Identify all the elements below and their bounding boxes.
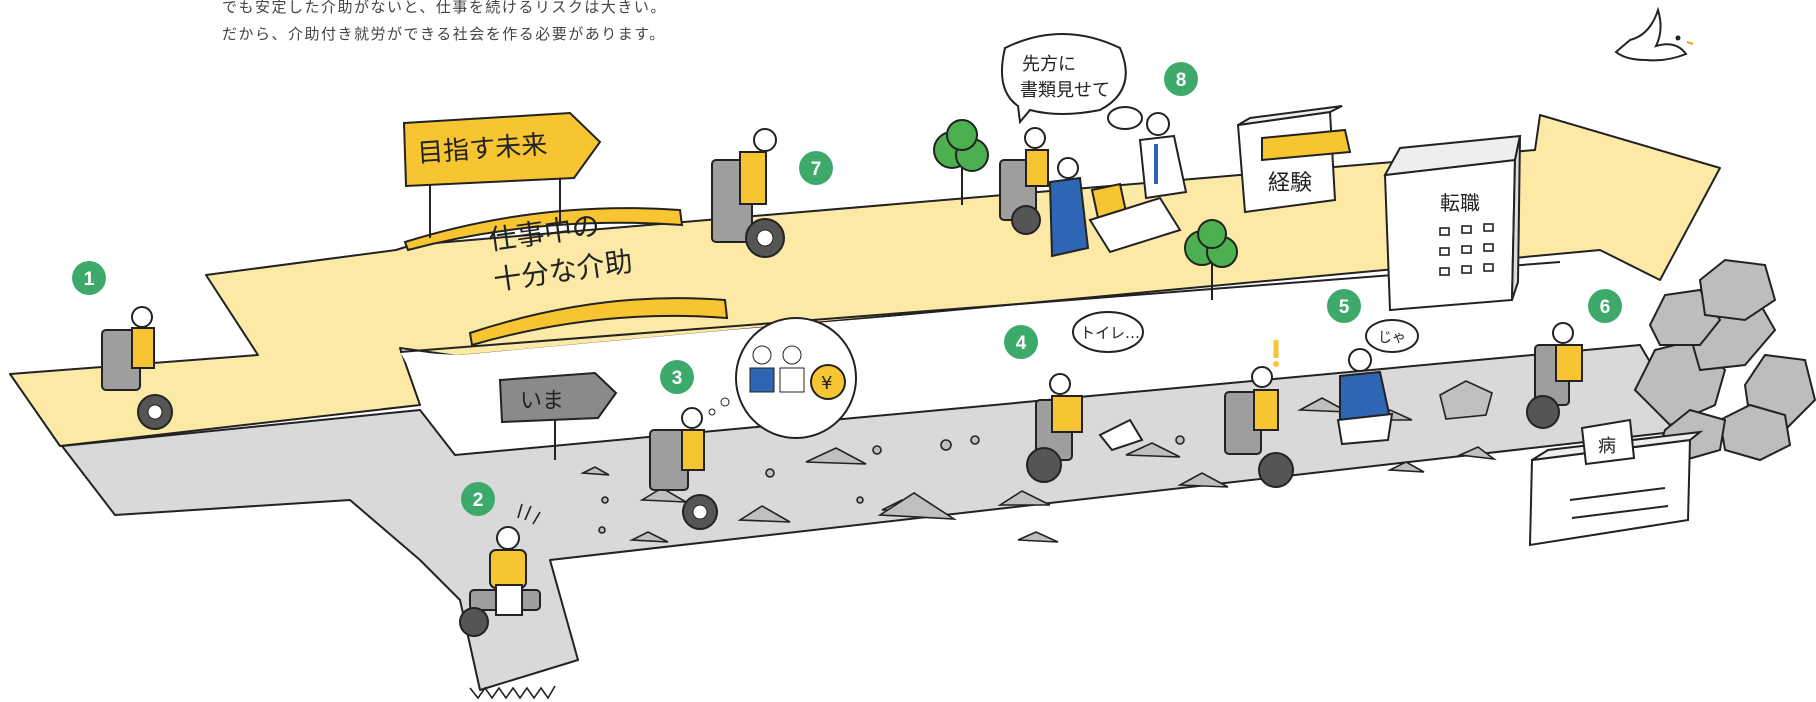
intro-line-1: でも安定した介助がないと、仕事を続けるリスクは大きい。 xyxy=(222,0,667,16)
step-badge-2: 2 xyxy=(461,482,495,516)
step-badge-7: 7 xyxy=(799,151,833,185)
money-symbol: ¥ xyxy=(821,373,832,394)
caregiver-leaving xyxy=(1336,348,1394,446)
wheelchair-user-7 xyxy=(711,128,785,258)
svg-text:6: 6 xyxy=(1600,297,1611,318)
step-badge-3: 3 xyxy=(660,360,694,394)
toilet-speech: トイレ… xyxy=(1080,324,1140,342)
step-badge-8: 8 xyxy=(1164,62,1198,96)
now-sign: いま xyxy=(498,371,618,460)
interview-scene xyxy=(999,112,1188,258)
small-speech-bubble xyxy=(1107,106,1143,130)
experience-shop: 経験 xyxy=(1236,105,1352,214)
step-badge-6: 6 xyxy=(1588,289,1622,323)
shop-label: 経験 xyxy=(1268,171,1312,196)
interview-speech-line2: 書類見せて xyxy=(1020,80,1110,101)
svg-text:7: 7 xyxy=(811,159,822,180)
svg-text:2: 2 xyxy=(473,490,484,511)
svg-text:3: 3 xyxy=(672,368,683,389)
wheelchair-user-4 xyxy=(1026,373,1144,483)
svg-text:8: 8 xyxy=(1176,70,1187,91)
svg-text:5: 5 xyxy=(1339,297,1350,318)
job-change-building: 転職 xyxy=(1383,134,1522,312)
interview-speech-line1: 先方に xyxy=(1022,54,1076,75)
svg-text:4: 4 xyxy=(1016,333,1027,354)
speech-bubble-bye: じゃ xyxy=(1365,319,1419,353)
bird-icon xyxy=(1614,6,1694,62)
hospital-box: 病 xyxy=(1528,418,1704,547)
wheelchair-user-3 xyxy=(649,407,718,530)
thought-bubble-money: ¥ xyxy=(708,317,857,439)
svg-text:1: 1 xyxy=(84,269,95,290)
wheelchair-user-5 xyxy=(1224,340,1294,488)
intro-line-2: だから、介助付き就労ができる社会を作る必要があります。 xyxy=(222,25,666,43)
wheelchair-user-1 xyxy=(101,306,173,430)
bye-speech: じゃ xyxy=(1378,330,1406,346)
step-badge-4: 4 xyxy=(1004,325,1038,359)
step-badge-1: 1 xyxy=(72,261,106,295)
intro-text: でも安定した介助がないと、仕事を続けるリスクは大きい。 だから、介助付き就労がで… xyxy=(222,0,667,48)
step-badge-5: 5 xyxy=(1327,289,1361,323)
box-label: 病 xyxy=(1598,436,1616,457)
future-sign: 目指す未来 xyxy=(402,111,602,238)
wheelchair-user-6 xyxy=(1526,322,1583,429)
building-label: 転職 xyxy=(1440,191,1480,215)
now-sign-label: いま xyxy=(520,389,564,414)
speech-bubble-interview: 先方に 書類見せて xyxy=(1001,33,1127,125)
wheelchair-user-2 xyxy=(459,503,541,637)
tree xyxy=(933,119,989,205)
speech-bubble-toilet: トイレ… xyxy=(1072,311,1144,353)
tree xyxy=(1184,219,1238,300)
